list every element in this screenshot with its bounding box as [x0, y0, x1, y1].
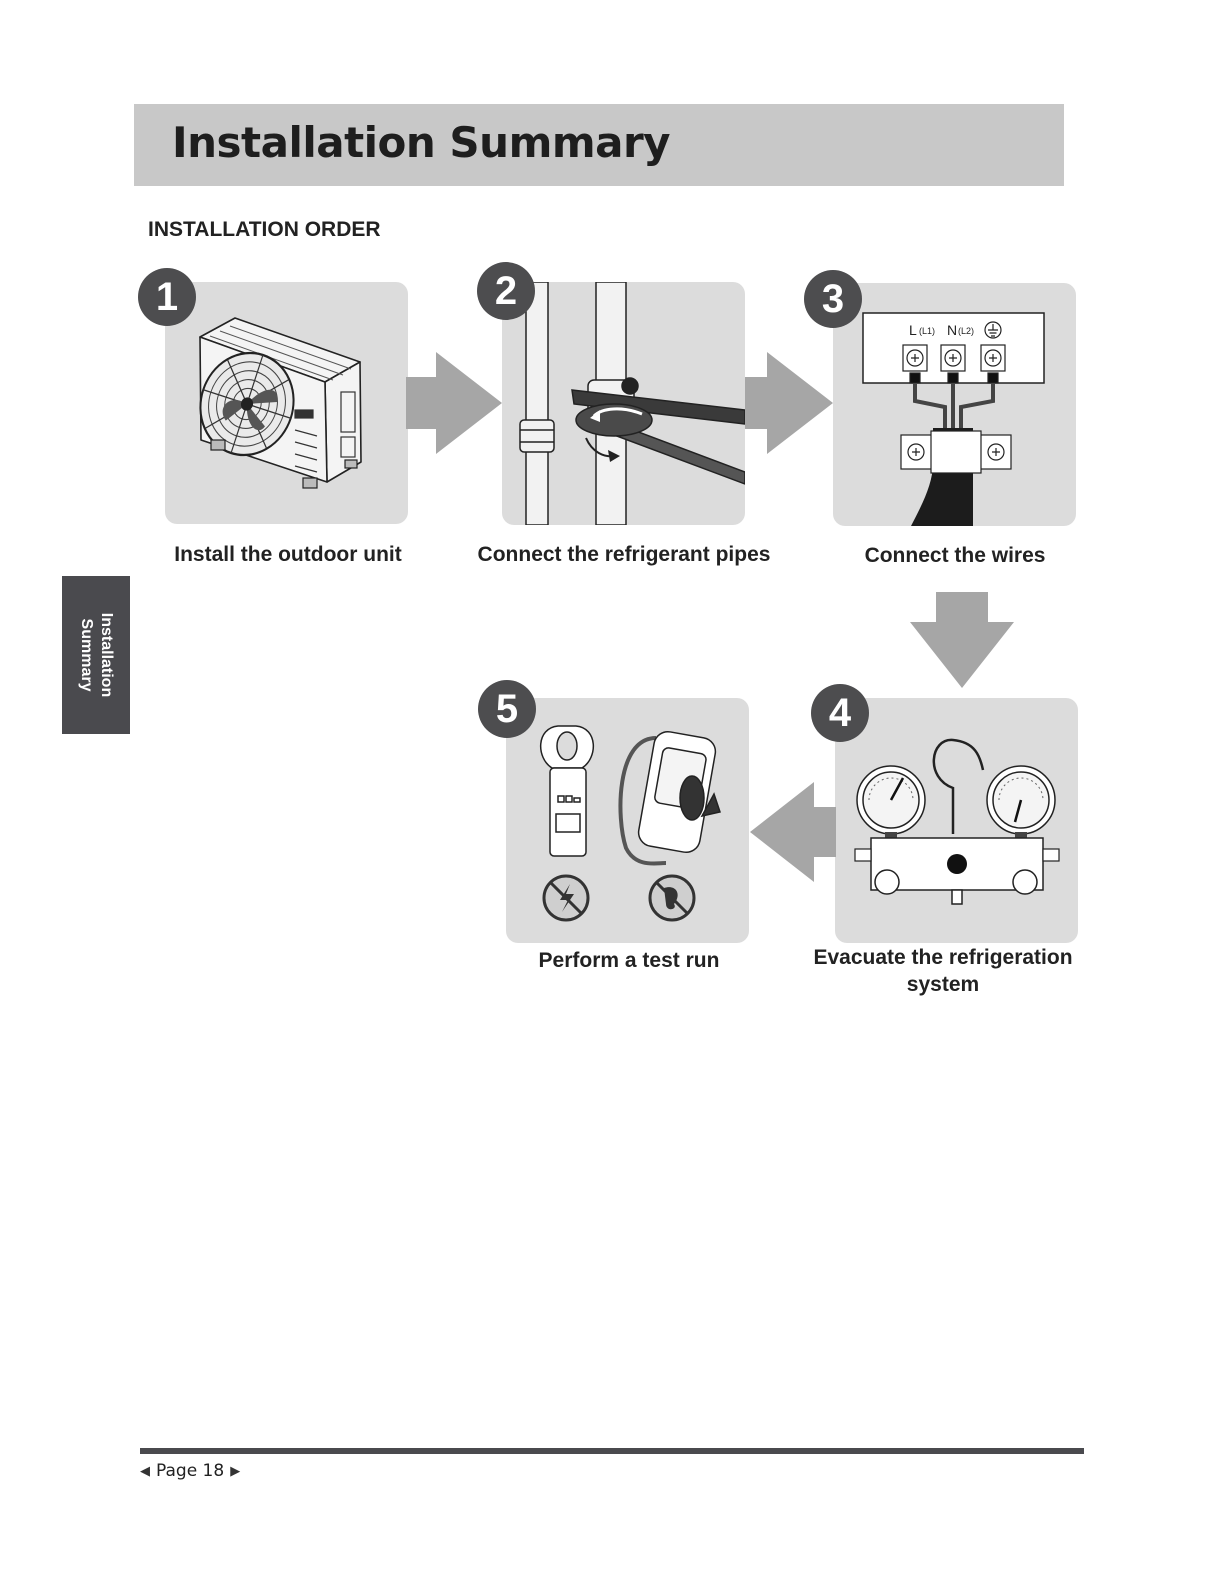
step-5-label: Perform a test run	[506, 947, 752, 974]
terminal-n-sub: (L2)	[958, 326, 974, 336]
section-heading: INSTALLATION ORDER	[148, 218, 381, 242]
page-number: Page 18	[156, 1461, 224, 1481]
step-1-badge: 1	[138, 268, 196, 326]
next-page-icon[interactable]: ▶	[230, 1464, 240, 1479]
step-2-panel	[502, 282, 745, 525]
previous-page-icon[interactable]: ◀	[140, 1464, 150, 1479]
clamp-meter-leak-detector-icon	[506, 698, 749, 943]
arrow-left-icon	[750, 782, 836, 882]
step-4-panel	[835, 698, 1078, 943]
arrow-right-icon	[406, 352, 502, 454]
footer-rule	[140, 1448, 1084, 1454]
step-3-label: Connect the wires	[835, 542, 1075, 569]
side-tab[interactable]: Installation Summary	[62, 576, 130, 734]
step-1-label: Install the outdoor unit	[160, 541, 416, 568]
wrench-pipe-icon	[502, 282, 745, 525]
terminal-l-label: L	[909, 322, 917, 338]
ground-icon	[985, 322, 1001, 338]
terminal-n-label: N	[947, 322, 957, 338]
terminal-block-icon: L (L1) N (L2)	[833, 283, 1076, 526]
step-3-panel: L (L1) N (L2)	[833, 283, 1076, 526]
manifold-gauge-icon	[835, 698, 1078, 943]
step-4-badge: 4	[811, 684, 869, 742]
side-tab-label: Installation Summary	[76, 613, 116, 697]
outdoor-unit-icon	[165, 282, 408, 524]
arrow-down-icon	[910, 592, 1014, 688]
page-title: Installation Summary	[172, 118, 670, 167]
step-5-badge: 5	[478, 680, 536, 738]
step-3-badge: 3	[804, 270, 862, 328]
step-4-label: Evacuate the refrigeration system	[800, 944, 1086, 998]
step-2-label: Connect the refrigerant pipes	[462, 541, 786, 568]
footer: ◀ Page 18 ▶	[140, 1459, 240, 1483]
step-2-badge: 2	[477, 262, 535, 320]
arrow-right-icon	[745, 352, 833, 454]
step-5-panel	[506, 698, 749, 943]
terminal-l-sub: (L1)	[919, 326, 935, 336]
step-1-panel	[165, 282, 408, 524]
title-bar: Installation Summary	[134, 104, 1064, 186]
